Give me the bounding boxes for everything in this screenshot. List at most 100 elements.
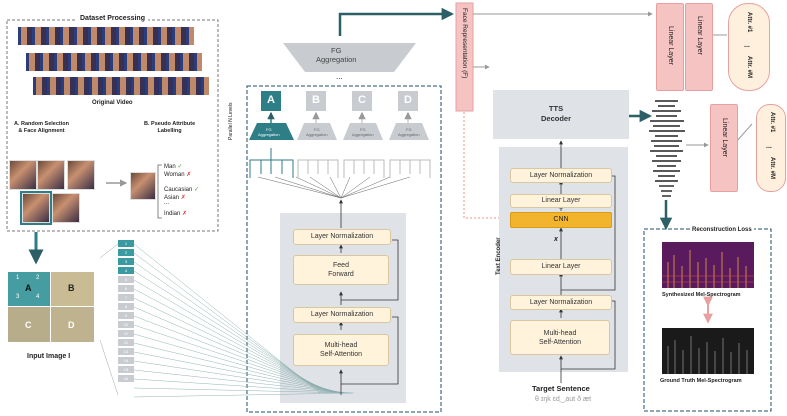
- patch-1: 1: [16, 275, 20, 281]
- target-phonemes: θ ɪŋk ɛd‿aut ð æt: [535, 396, 592, 403]
- check-icon: ✓: [194, 187, 200, 193]
- comb-c: [343, 159, 385, 178]
- quadrant-divider-v: [50, 272, 51, 342]
- attr-woman: Woman ✗: [164, 171, 191, 178]
- patch-4: 4: [36, 294, 40, 300]
- quadrant-b: [51, 272, 94, 306]
- fg-agg-a-label: FG Aggregation: [258, 127, 280, 137]
- cross-icon: ✗: [186, 172, 192, 178]
- attr-bracket: [157, 164, 162, 219]
- face-rep-box: [455, 2, 474, 112]
- attr-top-dots: ...: [744, 42, 750, 49]
- attr-oval-bottom: [756, 104, 786, 192]
- attr-bot-dots: ...: [766, 143, 772, 150]
- head-d-label: D: [404, 94, 412, 106]
- fg-agg-c-label: FG Aggregation: [352, 127, 374, 137]
- attr-oval-top: [728, 3, 770, 91]
- cross-icon: ✗: [182, 211, 188, 217]
- check-icon: ✓: [177, 164, 183, 170]
- head-box-b: [306, 91, 326, 111]
- input-image-caption: Input Image I: [27, 353, 71, 360]
- linear-b-box: [685, 3, 713, 91]
- quadrant-divider-h: [8, 306, 94, 307]
- token-16: 16: [118, 375, 134, 382]
- token-15: 15: [118, 366, 134, 373]
- face-rep-label: Face Representation (F): [461, 8, 468, 79]
- attr-top-1: Attr. #1: [746, 12, 752, 33]
- text-encoder-arrows: [559, 140, 616, 383]
- attr-asian-label: Asian: [164, 195, 180, 201]
- linear-b-label: Linear Layer: [696, 16, 703, 55]
- cross-icon: ✗: [180, 195, 186, 201]
- enc-feed-forward: Feed Forward: [293, 255, 389, 285]
- head-box-a: [261, 91, 281, 111]
- attr-woman-label: Woman: [164, 172, 185, 178]
- step-a-label: A. Random Selection & Face Alignment: [14, 121, 70, 134]
- patch-3: 3: [16, 294, 20, 300]
- token-10: 10: [118, 321, 134, 328]
- fg-top-dots: ...: [336, 72, 343, 81]
- linear-mid-arrows: [735, 123, 753, 143]
- comb-a: [249, 148, 294, 178]
- teal-elbow-face: [338, 7, 455, 36]
- quadrant-d-label: D: [68, 320, 75, 330]
- fg-agg-top: [283, 43, 416, 72]
- tts-mhsa: Multi-head Self-Attention: [510, 320, 610, 355]
- encoder-to-comb-lines: [257, 176, 411, 199]
- tts-decoder-label: TTS Decoder: [541, 104, 572, 123]
- face-to-text-encoder-arrow: [463, 112, 507, 220]
- token-6: 6: [118, 285, 134, 292]
- quadrant-c-label: C: [25, 320, 32, 330]
- head-a-label: A: [267, 94, 275, 106]
- quadrant-b-label: B: [68, 283, 75, 293]
- tts-decoder-box: [493, 90, 629, 139]
- attr-caucasian: Caucasian ✓: [164, 186, 199, 193]
- gt-spectrogram: [662, 328, 754, 374]
- recon-title: Reconstruction Loss: [690, 227, 754, 233]
- input-image: 1 2 3 4 A B C D: [8, 272, 94, 342]
- attr-man-label: Man: [164, 164, 176, 170]
- token-fan-lines: [133, 243, 355, 398]
- face-thumb-3: [67, 160, 95, 190]
- dataset-title: Dataset Processing: [77, 15, 148, 22]
- token-11: 11: [118, 330, 134, 337]
- enc-mhsa: Multi-head Self-Attention: [293, 334, 389, 366]
- fg-agg-c: [343, 123, 383, 140]
- attr-indian-label: Indian: [164, 211, 181, 217]
- tts-layer-norm-bottom: Layer Normalization: [510, 295, 612, 310]
- enc-layer-norm-top: Layer Normalization: [293, 229, 391, 245]
- tts-layer-norm-top: Layer Normalization: [510, 168, 612, 183]
- encoder-residual-lines: [339, 199, 399, 395]
- tts-linear-bottom: Linear Layer: [510, 259, 612, 275]
- head-c-label: C: [358, 94, 366, 106]
- head-box-d: [398, 91, 418, 111]
- face-thumb-2: [37, 160, 65, 190]
- attr-bot-1: Attr. #1: [769, 112, 775, 133]
- head-b-label: B: [312, 94, 320, 106]
- gt-caption: Ground Truth Mel-Spectrogram: [660, 378, 742, 384]
- attr-man: Man ✓: [164, 163, 182, 170]
- attr-top-m: Attr. #M: [746, 56, 752, 79]
- video-strip-2: [26, 53, 202, 71]
- video-strip-1: [18, 27, 194, 45]
- target-sentence-label: Target Sentence: [532, 384, 590, 393]
- synth-spectrogram-bands: [662, 275, 754, 283]
- face-thumb-labelled: [130, 172, 156, 200]
- token-14: 14: [118, 357, 134, 364]
- token-5: 5: [118, 276, 134, 283]
- text-encoder-label: Text Encoder: [496, 237, 502, 275]
- linear-a-label: Linear Layer: [667, 26, 674, 65]
- attr-asian: Asian ✗: [164, 194, 186, 201]
- head-box-c: [352, 91, 372, 111]
- linear-a-box: [656, 3, 684, 91]
- tts-cnn: CNN: [510, 212, 612, 228]
- enc-layer-norm-bottom: Layer Normalization: [293, 307, 391, 323]
- image-to-token-lines: [99, 243, 119, 396]
- token-2: 2: [118, 249, 134, 256]
- synth-spectrogram: [662, 242, 754, 288]
- tts-linear-top: Linear Layer: [510, 194, 612, 208]
- token-12: 12: [118, 339, 134, 346]
- fg-agg-d: [389, 123, 429, 140]
- token-4: 4: [118, 267, 134, 274]
- patch-2: 2: [36, 275, 40, 281]
